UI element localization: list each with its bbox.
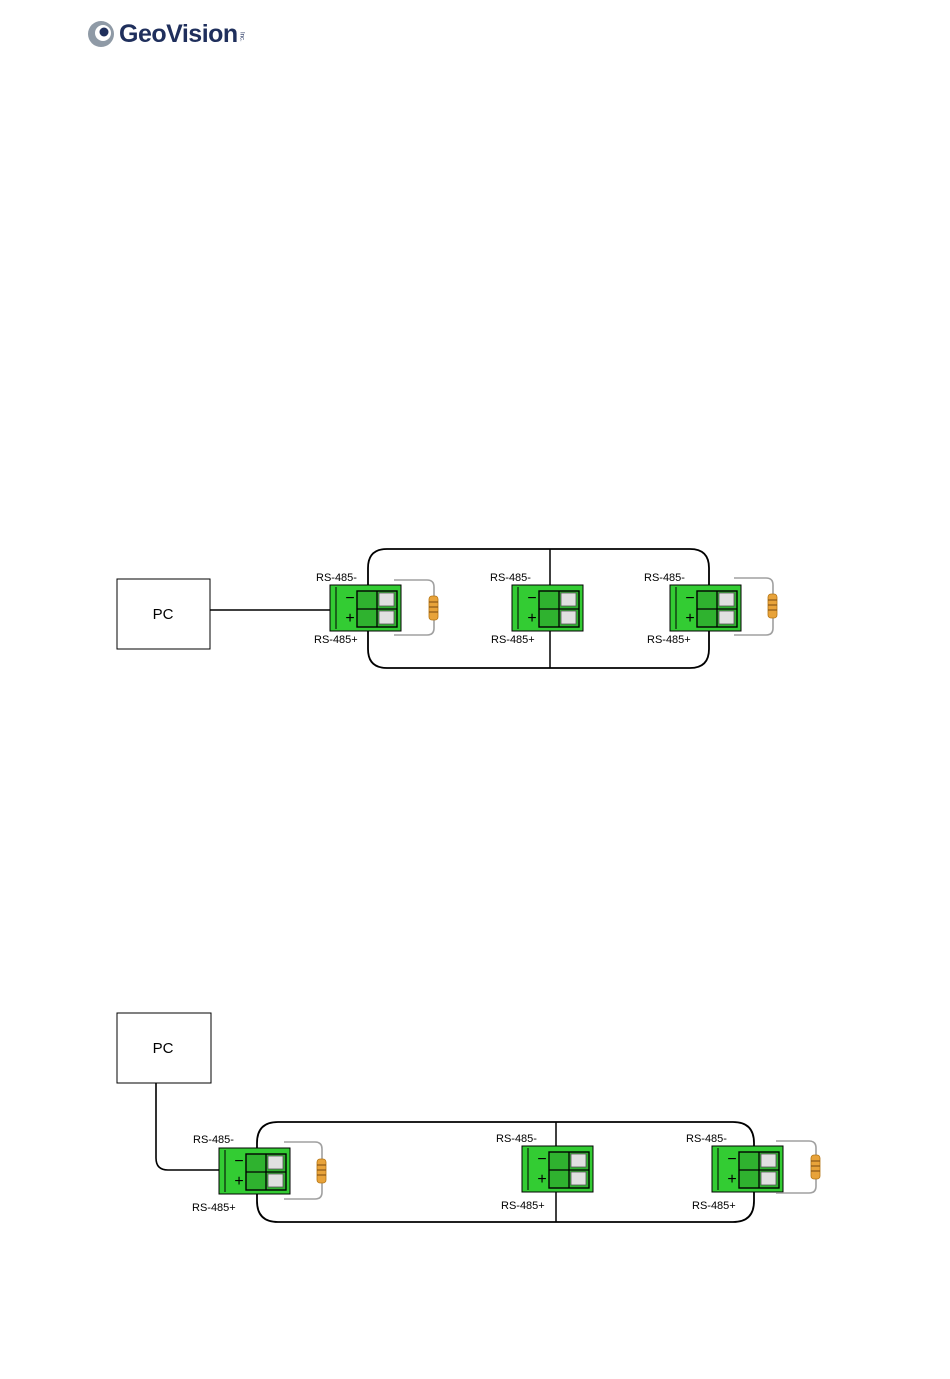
- pc-label: PC: [153, 606, 174, 623]
- pc-label: PC: [153, 1040, 174, 1057]
- rs485-plus-label: RS-485+: [692, 1200, 736, 1212]
- terminal-block-2: − +: [522, 1146, 593, 1192]
- terminal-block-3: − +: [670, 585, 741, 631]
- terminal-minus-sign: −: [537, 1151, 546, 1168]
- terminal-minus-sign: −: [345, 590, 354, 607]
- wiring-diagram-1: PC − + RS-485- RS-485+ − + RS-485- RS-48…: [0, 0, 950, 700]
- rs485-minus-label: RS-485-: [496, 1133, 537, 1145]
- wiring-diagram-2: PC − + RS-485- RS-485+ − + RS-485- RS-48…: [0, 700, 950, 1379]
- terminal-minus-sign: −: [527, 590, 536, 607]
- terminal-block-1: − +: [330, 585, 401, 631]
- rs485-plus-label: RS-485+: [501, 1200, 545, 1212]
- rs485-minus-label: RS-485-: [686, 1133, 727, 1145]
- terminal-minus-sign: −: [685, 590, 694, 607]
- terminal-plus-sign: +: [727, 1171, 736, 1188]
- rs485-plus-label: RS-485+: [192, 1202, 236, 1214]
- terminal-minus-sign: −: [727, 1151, 736, 1168]
- terminal-block-3: − +: [712, 1146, 783, 1192]
- terminal-plus-sign: +: [537, 1171, 546, 1188]
- rs485-plus-label: RS-485+: [314, 634, 358, 646]
- terminal-plus-sign: +: [234, 1173, 243, 1190]
- terminal-block-2: − +: [512, 585, 583, 631]
- terminal-block-1: − +: [219, 1148, 290, 1194]
- rs485-plus-label: RS-485+: [647, 634, 691, 646]
- rs485-plus-label: RS-485+: [491, 634, 535, 646]
- terminal-plus-sign: +: [345, 610, 354, 627]
- pc-cable: [156, 1083, 220, 1170]
- rs485-minus-label: RS-485-: [316, 572, 357, 584]
- terminal-minus-sign: −: [234, 1153, 243, 1170]
- rs485-minus-label: RS-485-: [490, 572, 531, 584]
- rs485-minus-label: RS-485-: [193, 1134, 234, 1146]
- terminal-plus-sign: +: [685, 610, 694, 627]
- rs485-minus-label: RS-485-: [644, 572, 685, 584]
- terminal-plus-sign: +: [527, 610, 536, 627]
